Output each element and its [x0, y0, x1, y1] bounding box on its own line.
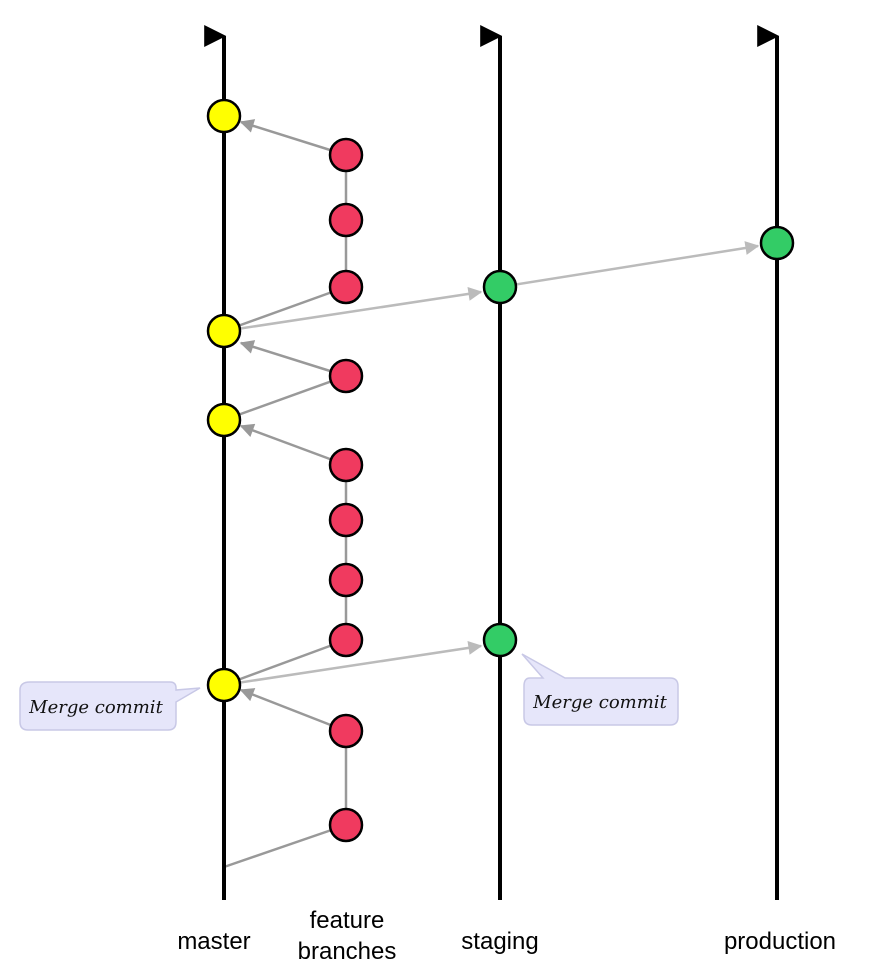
merge-arrows: [239, 119, 347, 733]
master-label: master: [177, 928, 250, 955]
branch-off-line: [223, 285, 347, 333]
release-commits: [482, 225, 795, 658]
feature-commit: [328, 622, 364, 658]
feature-commits: [328, 137, 364, 843]
callout-bubble: [521, 653, 679, 726]
feature-commit: [328, 807, 364, 843]
lane-labels: master feature branches staging producti…: [177, 907, 836, 965]
promotion-arrows: [223, 241, 760, 687]
promote-to-production-arrow: [499, 241, 760, 289]
feature-commit: [328, 562, 364, 598]
staging-label: staging: [461, 928, 538, 955]
merge-arrow: [239, 119, 347, 157]
feature-branches-label-line1: feature: [310, 907, 385, 934]
timelines: [204, 25, 780, 900]
master-commit: [206, 313, 242, 349]
branch-off-line: [223, 638, 347, 687]
production-commit: [759, 225, 795, 261]
branch-off-line: [223, 374, 347, 422]
master-merge-callout: Merge commit: [19, 681, 201, 731]
master-merge-callout-label: Merge commit: [28, 697, 163, 718]
feature-commit: [328, 358, 364, 394]
merge-arrow: [239, 423, 347, 467]
feature-commit: [328, 447, 364, 483]
merge-arrow: [239, 340, 347, 378]
promote-to-staging-arrow: [223, 286, 483, 333]
promote-to-staging-arrow: [223, 640, 483, 687]
feature-commit: [328, 502, 364, 538]
branch-off-line: [223, 823, 347, 869]
callout-bubble: [19, 681, 201, 731]
feature-commit: [328, 202, 364, 238]
staging-merge-commit: [482, 622, 518, 658]
feature-commit: [328, 713, 364, 749]
master-commit: [206, 402, 242, 438]
branch-off-lines: [223, 285, 347, 869]
staging-commit: [482, 269, 518, 305]
feature-branches-label-line2: branches: [298, 938, 397, 965]
staging-merge-callout-label: Merge commit: [532, 692, 667, 713]
master-commits: [206, 98, 242, 703]
merge-arrow: [239, 688, 347, 733]
feature-commit: [328, 269, 364, 305]
master-merge-commit: [206, 667, 242, 703]
production-label: production: [724, 928, 836, 955]
staging-merge-callout: Merge commit: [521, 653, 679, 726]
master-commit: [206, 98, 242, 134]
feature-commit: [328, 137, 364, 173]
